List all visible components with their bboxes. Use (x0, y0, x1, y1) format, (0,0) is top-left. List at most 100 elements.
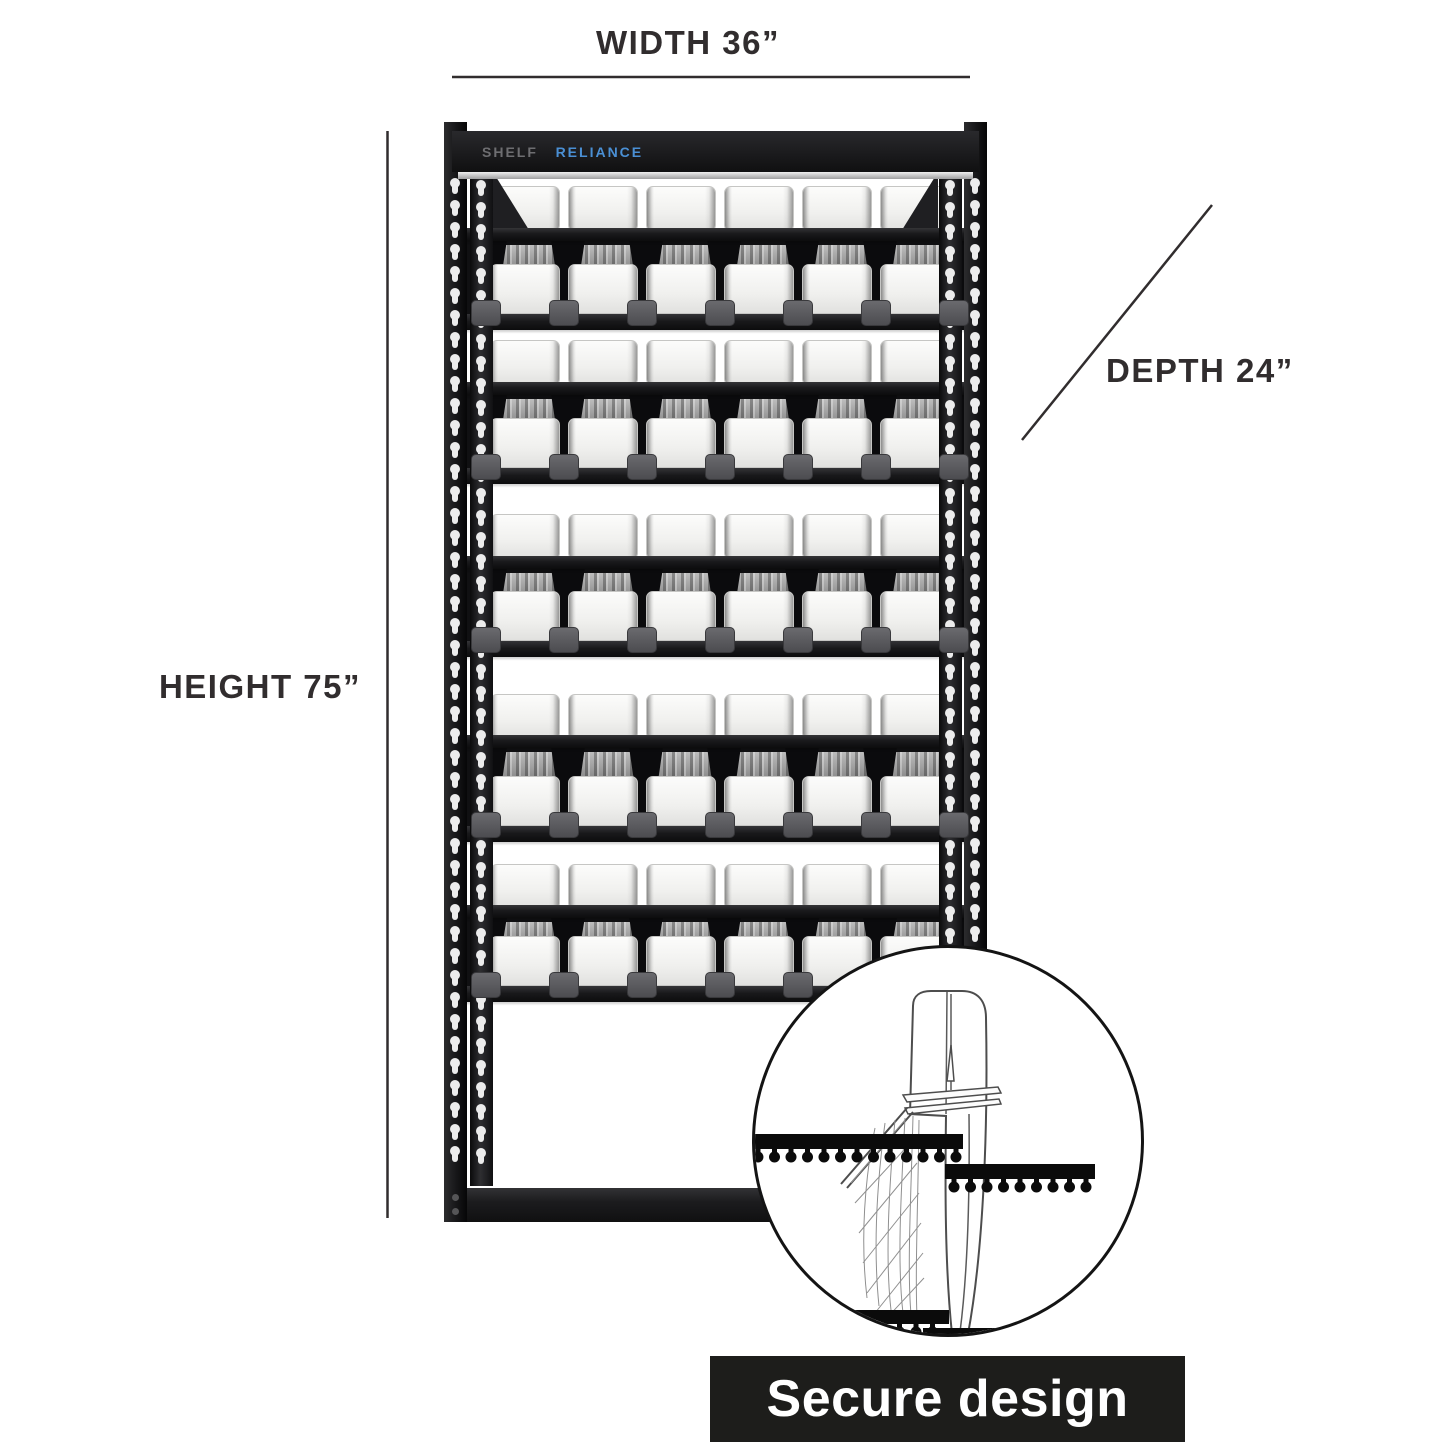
keyhole-slot (476, 532, 486, 548)
keyhole-slot (476, 1060, 486, 1076)
keyhole-slot (970, 200, 980, 216)
keyhole-slot (945, 862, 955, 878)
keyhole-slot (450, 244, 460, 260)
keyhole-slot (450, 1036, 460, 1052)
can-upper-row (724, 186, 794, 232)
can-stop-foot (705, 812, 735, 838)
keyhole-slot (945, 730, 955, 746)
keyhole-slot (450, 1102, 460, 1118)
keyhole-slot (476, 180, 486, 196)
can-stop-foot (549, 972, 579, 998)
keyhole-slot (450, 222, 460, 238)
keyhole-slot (970, 728, 980, 744)
keyhole-slot (945, 532, 955, 548)
keyhole-slot (970, 882, 980, 898)
keyhole-slot (970, 244, 980, 260)
can-front-row (490, 936, 560, 986)
keyhole-slot (970, 750, 980, 766)
can-stop-foot (471, 972, 501, 998)
keyhole-slot (945, 246, 955, 262)
can-front-row (646, 418, 716, 468)
keyhole-slot (450, 750, 460, 766)
keyhole-slot (970, 552, 980, 568)
keyhole-slot (476, 224, 486, 240)
can-front-row (490, 264, 560, 314)
keyhole-slot (476, 884, 486, 900)
keyhole-slot (450, 1014, 460, 1030)
keyhole-slot (450, 816, 460, 832)
can-stop-foot (783, 627, 813, 653)
can-upper-row (568, 514, 638, 560)
keyhole-slot (476, 334, 486, 350)
keyhole-slot (476, 796, 486, 812)
can-upper-row (568, 340, 638, 386)
can-upper-row (724, 514, 794, 560)
keyhole-slot (450, 332, 460, 348)
keyhole-slot (476, 1104, 486, 1120)
can-stop-foot (705, 627, 735, 653)
keyhole-slot (450, 926, 460, 942)
can-stop-foot (627, 300, 657, 326)
keyhole-slot (450, 1080, 460, 1096)
keyhole-slot (970, 596, 980, 612)
keyhole-slot (970, 288, 980, 304)
can-upper-row (802, 340, 872, 386)
keyhole-slot (945, 576, 955, 592)
keyhole-slot (945, 422, 955, 438)
keyhole-slot (476, 202, 486, 218)
keyhole-slot (945, 488, 955, 504)
secure-design-drawing (755, 990, 1095, 1334)
can-upper-row (568, 694, 638, 740)
keyhole-slot (970, 530, 980, 546)
keyhole-slot (476, 400, 486, 416)
can-stop-foot (783, 812, 813, 838)
can-stop-foot (627, 454, 657, 480)
can-front-row (724, 264, 794, 314)
can-front-row (646, 591, 716, 641)
can-stop-foot (861, 627, 891, 653)
can-upper-row (802, 514, 872, 560)
keyhole-slot (450, 684, 460, 700)
can-front-row (646, 264, 716, 314)
can-upper-row (490, 514, 560, 560)
keyhole-slot (476, 862, 486, 878)
can-front-row (802, 264, 872, 314)
can-stop-foot (627, 812, 657, 838)
keyhole-slot (450, 310, 460, 326)
keyhole-slot (476, 906, 486, 922)
can-stop-foot (627, 972, 657, 998)
keyhole-slot (450, 486, 460, 502)
can-front-row (802, 776, 872, 826)
can-stop-foot (549, 300, 579, 326)
keyhole-slot (970, 772, 980, 788)
keyhole-slot (970, 904, 980, 920)
can-stop-foot (861, 812, 891, 838)
keyhole-slot (476, 554, 486, 570)
keyhole-slot (970, 354, 980, 370)
keyhole-slot (450, 354, 460, 370)
keyhole-slot (970, 376, 980, 392)
can-stop-foot (705, 454, 735, 480)
can-front-row (724, 776, 794, 826)
can-stop-foot (939, 812, 969, 838)
keyhole-slot (945, 686, 955, 702)
can-front-row (568, 591, 638, 641)
can-upper-row (802, 694, 872, 740)
keyhole-slot (945, 664, 955, 680)
keyhole-slot (476, 422, 486, 438)
keyhole-slot (450, 618, 460, 634)
can-stop-foot (939, 627, 969, 653)
keyhole-slot (450, 662, 460, 678)
can-upper-row (802, 864, 872, 910)
clip-flange-lower (903, 1098, 1003, 1115)
keyhole-slot (945, 334, 955, 350)
upright-post (470, 168, 493, 1186)
shelf-bar-upper (458, 735, 973, 748)
can-front-row (490, 591, 560, 641)
keyhole-slot (450, 552, 460, 568)
can-stop-foot (471, 812, 501, 838)
keyhole-slot (476, 488, 486, 504)
keyhole-slot (970, 794, 980, 810)
width-dimension-label: WIDTH 36” (595, 24, 780, 61)
